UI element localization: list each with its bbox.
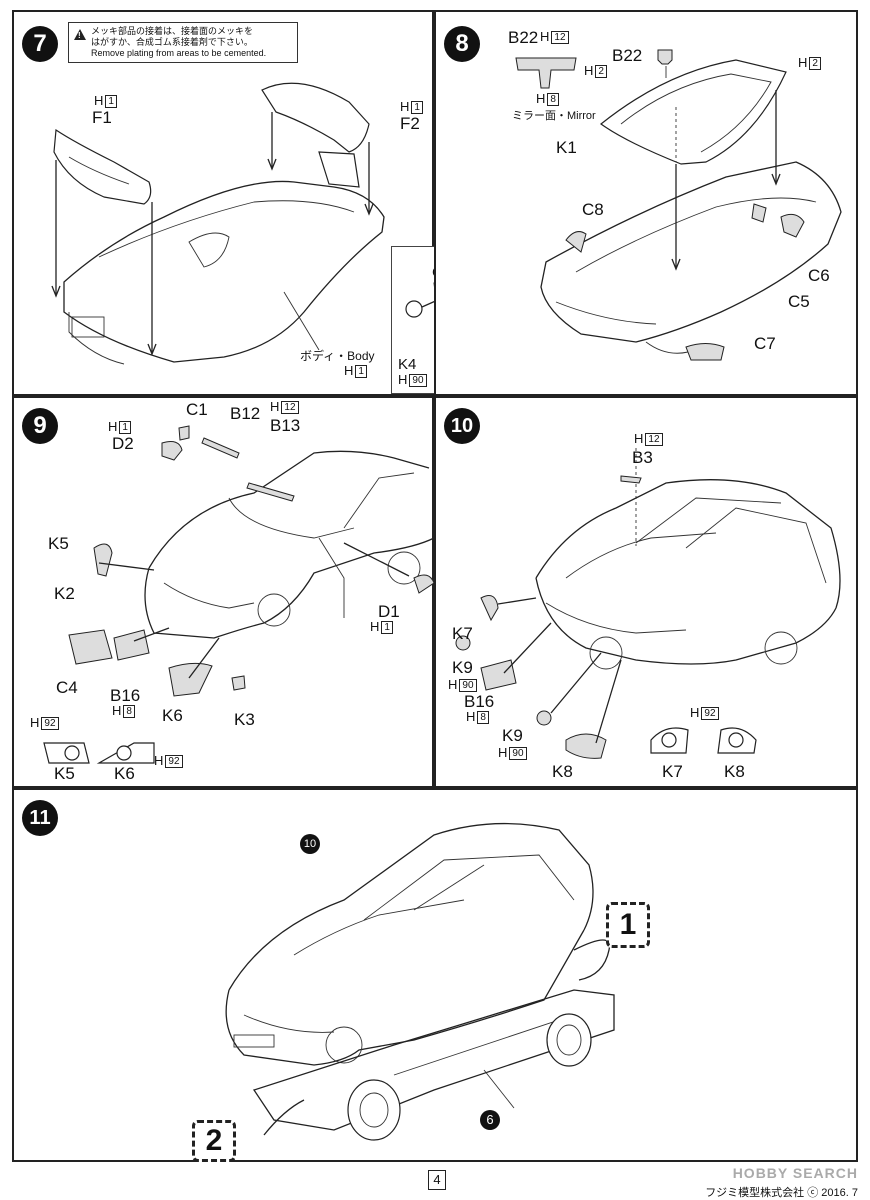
k3-label: K3 (234, 710, 255, 729)
k6-label: K6 (162, 706, 183, 725)
c7-label: C7 (754, 334, 776, 353)
b16-label: B16 (464, 692, 495, 711)
ref-step-6: 6 (480, 1110, 500, 1130)
step-9-number: 9 (22, 408, 58, 444)
k9b-label: K9 (502, 726, 523, 745)
step-10-number: 10 (444, 408, 480, 444)
step-7-panel: 7 ! メッキ部品の接着は、接着面のメッキを はがすか、合成ゴム系接着剤で下さい… (12, 10, 541, 396)
d1-label: D1 (378, 602, 400, 621)
b22a-label: B22 (508, 28, 539, 47)
step-11-panel: 11 10 6 1 2 (12, 788, 858, 1162)
b12-label: B12 (230, 404, 261, 423)
note-jp-line1: メッキ部品の接着は、接着面のメッキを (91, 26, 254, 36)
c6-label: C6 (808, 266, 830, 285)
step-11-number: 11 (22, 800, 58, 836)
note-jp-line2: はがすか、合成ゴム系接着剤で下さい。 (91, 37, 253, 47)
k6b-label: K6 (114, 764, 135, 783)
body-label: ボディ・Body (300, 349, 375, 363)
b16-label: B16 (110, 686, 141, 705)
mirror-label: ミラー面・Mirror (512, 110, 596, 122)
plating-note: ! メッキ部品の接着は、接着面のメッキを はがすか、合成ゴム系接着剤で下さい。 … (68, 22, 298, 63)
note-en: Remove plating from areas to be cemented… (91, 48, 267, 58)
d2-label: D2 (112, 434, 134, 453)
inset-k4a-label: K4 (398, 356, 417, 373)
marker-box-2: 2 (192, 1120, 236, 1162)
company-copyright: フジミ模型株式会社 ⓒ 2016. 7 (705, 1187, 858, 1199)
k5-label: K5 (48, 534, 69, 553)
k8b-label: K8 (724, 762, 745, 781)
k7b-label: K7 (662, 762, 683, 781)
warning-icon: ! (74, 29, 86, 40)
b3-label: B3 (632, 448, 653, 467)
step-9-drawing (43, 425, 435, 764)
k8-label: K8 (552, 762, 573, 781)
marker-box-1: 1 (606, 902, 650, 948)
k5b-label: K5 (54, 764, 75, 783)
c4-label: C4 (56, 678, 78, 697)
k1-label: K1 (556, 138, 577, 157)
step-8-drawing (515, 49, 842, 361)
step-10-drawing (455, 448, 841, 759)
b22b-label: B22 (612, 46, 643, 65)
watermark: HOBBY SEARCH (732, 1165, 858, 1181)
f1-label: F1 (92, 108, 112, 127)
k9a-label: K9 (452, 658, 473, 677)
c5-label: C5 (788, 292, 810, 311)
k2-label: K2 (54, 584, 75, 603)
f2-label: F2 (400, 114, 420, 133)
page-number: 4 (428, 1170, 446, 1190)
step-7-drawing (51, 82, 385, 365)
step-7-number: 7 (22, 26, 58, 62)
c8-label: C8 (582, 200, 604, 219)
ref-step-10: 10 (300, 834, 320, 854)
k7-label: K7 (452, 624, 473, 643)
step-8-number: 8 (444, 26, 480, 62)
c1-label: C1 (186, 400, 208, 419)
step-11-drawing (225, 822, 615, 1141)
b13-label: B13 (270, 416, 301, 435)
